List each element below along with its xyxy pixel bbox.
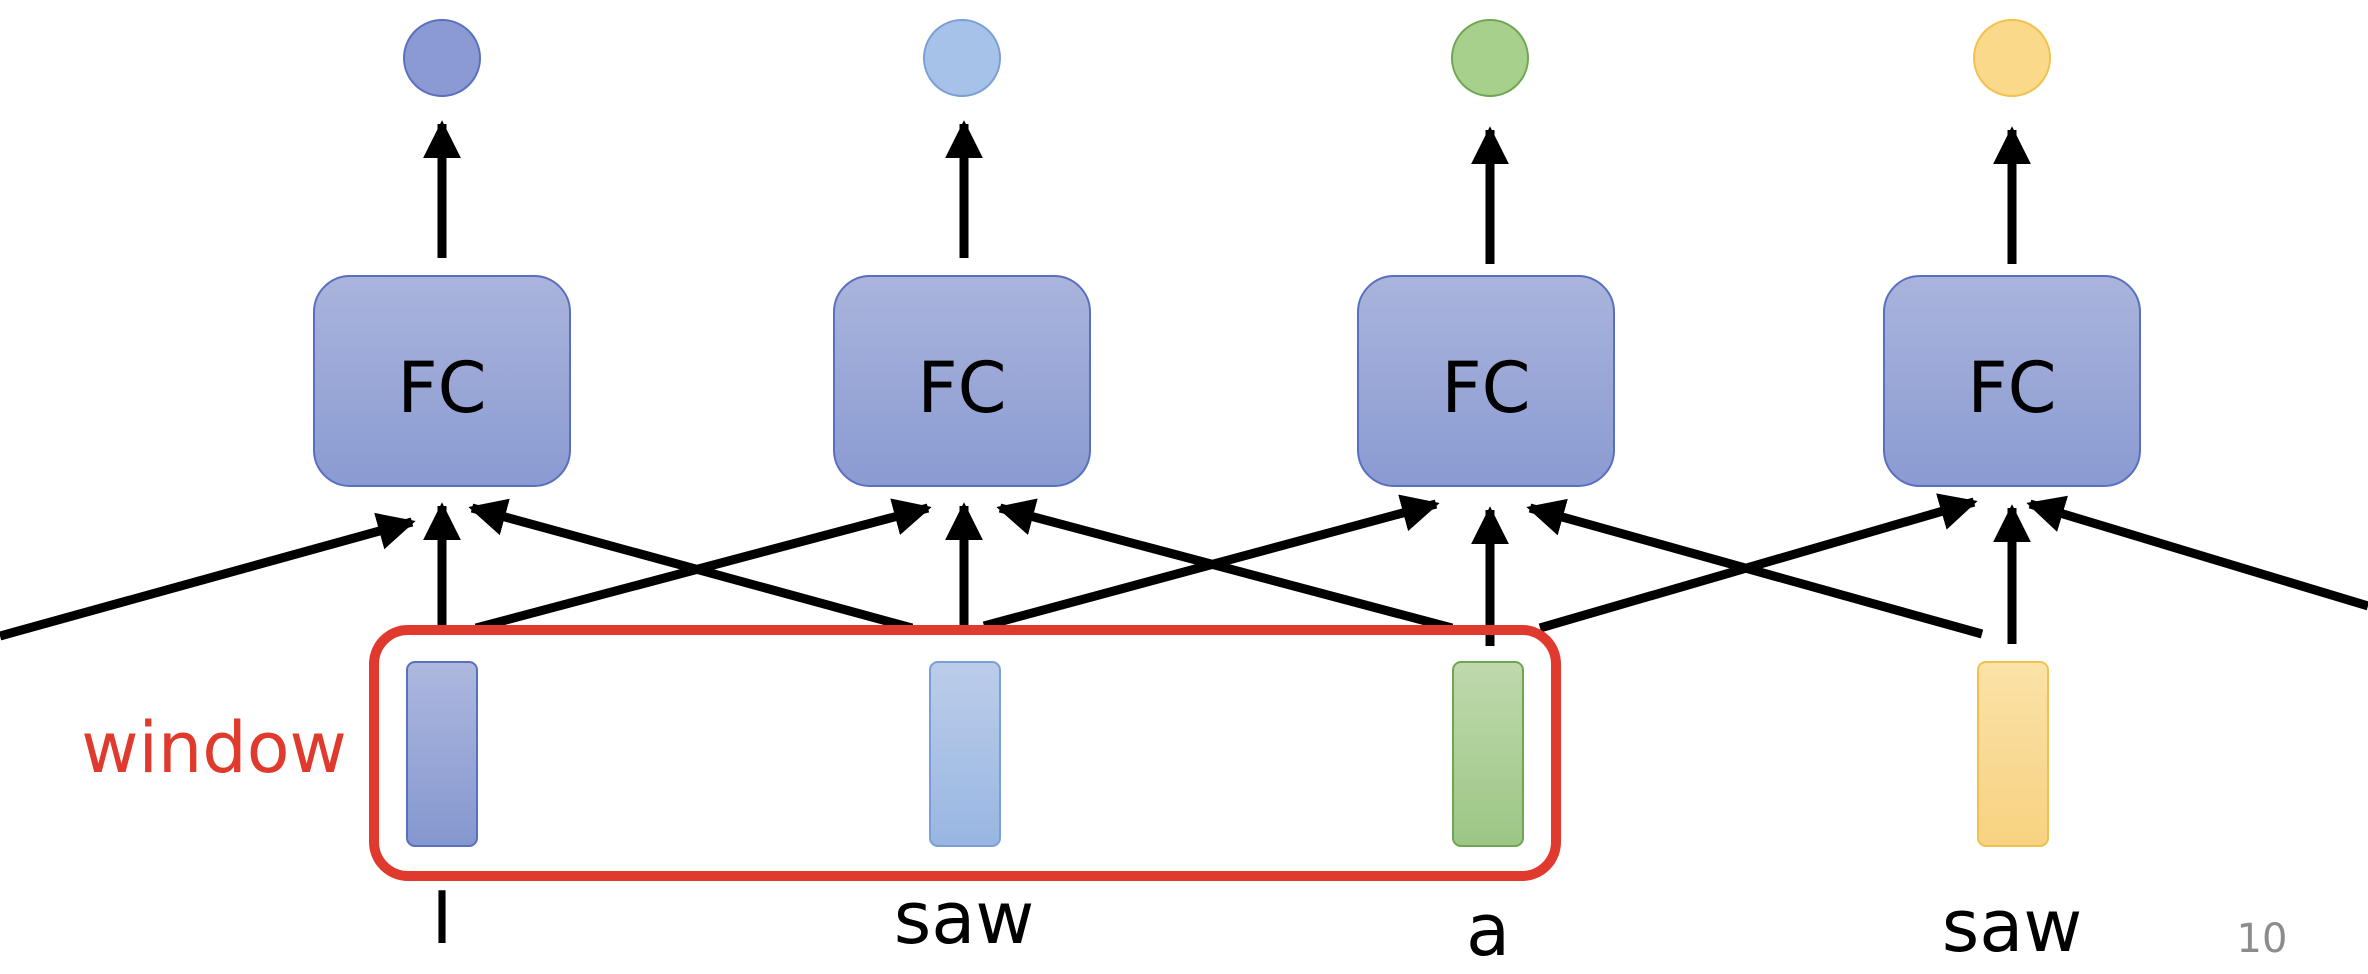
word-label: saw <box>1942 884 2083 968</box>
word-label: I <box>431 876 452 960</box>
output-node-2 <box>923 19 1001 97</box>
word-vector-1 <box>406 661 478 847</box>
arrow-i-to-fc-2 <box>474 498 932 633</box>
arrow-saw2-to-fc-3 <box>1526 498 1984 639</box>
output-node-4 <box>1973 19 2051 97</box>
fc-label: FC <box>1967 347 2056 429</box>
word-vector-3 <box>1452 661 1524 847</box>
page-number: 10 <box>2237 916 2288 962</box>
window-label: window <box>81 707 347 789</box>
fc-label: FC <box>917 347 1006 429</box>
output-nodes <box>403 19 2051 97</box>
connection-arrows <box>0 493 2368 646</box>
fc-layers: FC FC FC FC <box>313 275 2141 487</box>
fc-label: FC <box>397 347 486 429</box>
output-node-3 <box>1451 19 1529 97</box>
arrow-left-edge-to-fc-1 <box>0 512 416 641</box>
arrow-a-to-fc-4 <box>1538 493 1978 633</box>
window-box <box>369 625 1561 881</box>
fc-box-3: FC <box>1357 275 1615 487</box>
arrow-right-edge-to-fc-4 <box>2026 495 2368 611</box>
arrow-a-to-fc-2 <box>996 498 1454 633</box>
output-arrows <box>423 120 2031 264</box>
arrow-saw-to-fc-3 <box>982 494 1440 631</box>
fc-box-4: FC <box>1883 275 2141 487</box>
output-node-1 <box>403 19 481 97</box>
input-vectors <box>406 661 2049 847</box>
word-label: a <box>1466 888 1510 972</box>
word-vector-4 <box>1977 661 2049 847</box>
fc-box-1: FC <box>313 275 571 487</box>
word-vector-2 <box>929 661 1001 847</box>
input-words: I saw a saw <box>431 876 2082 972</box>
word-label: saw <box>894 876 1035 960</box>
fc-box-2: FC <box>833 275 1091 487</box>
fc-label: FC <box>1441 347 1530 429</box>
